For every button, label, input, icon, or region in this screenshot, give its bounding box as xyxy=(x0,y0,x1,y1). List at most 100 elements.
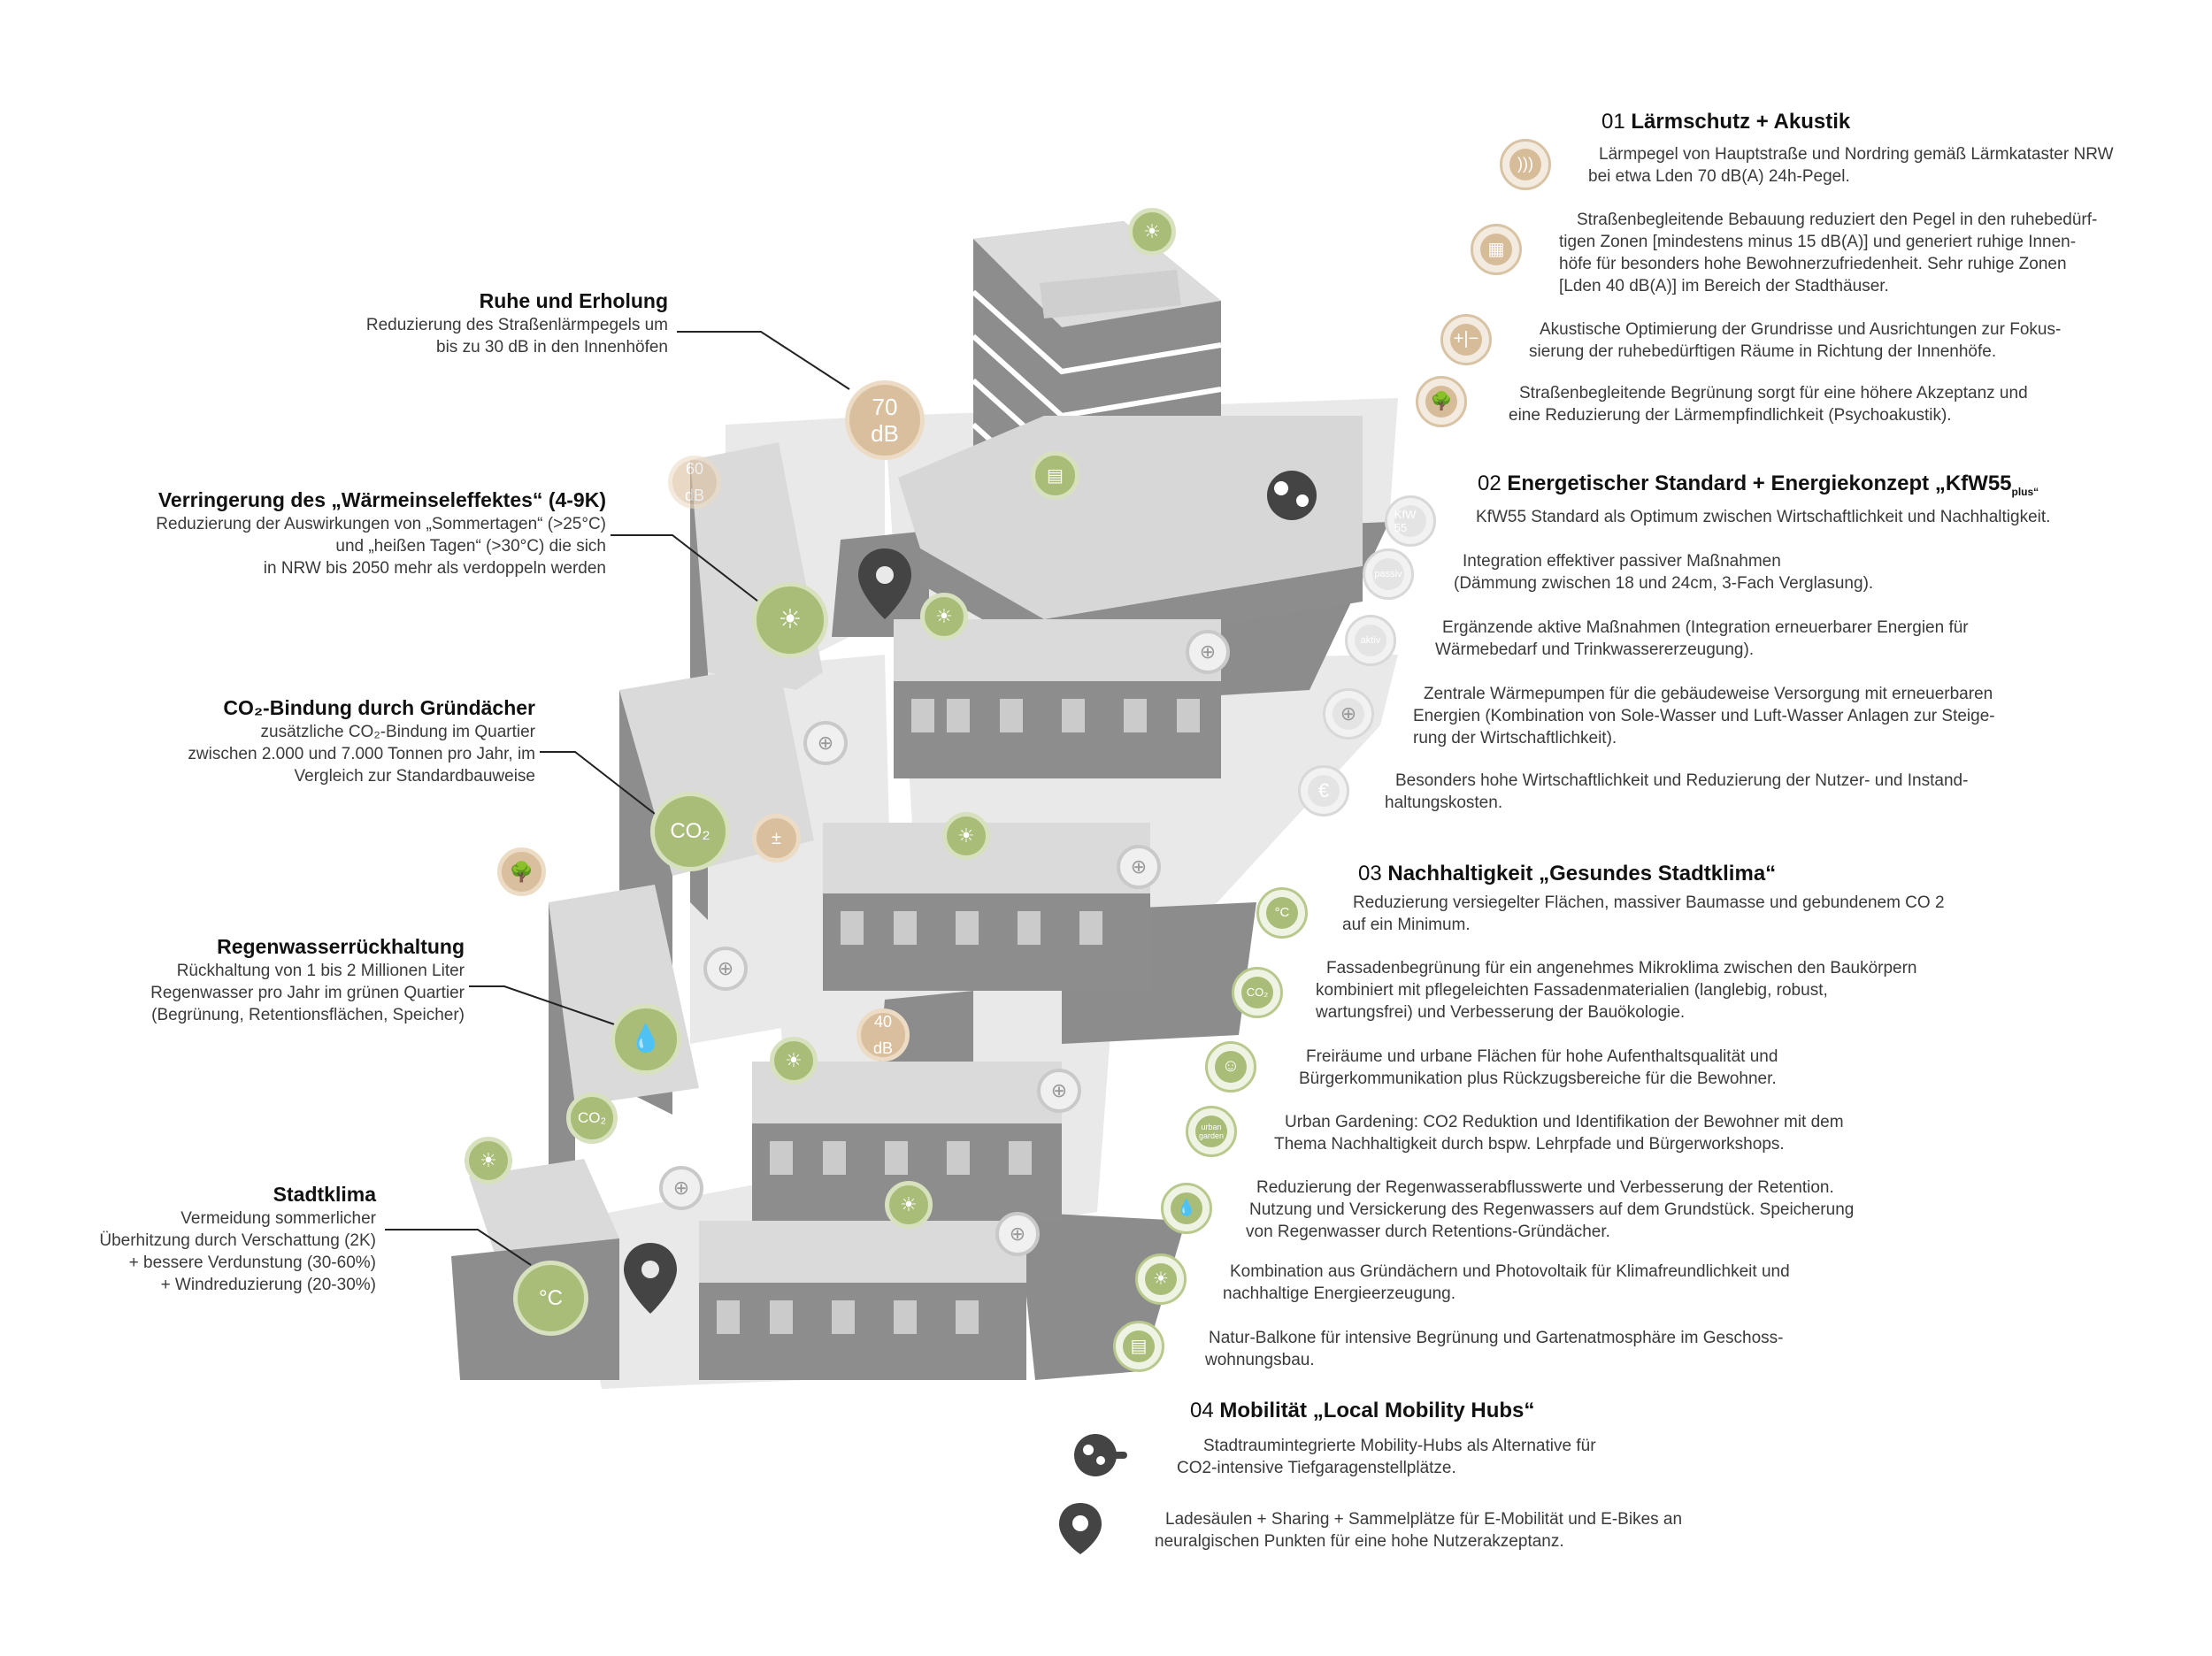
section-04-item-2: Ladesäulen + Sharing + Sammelplätze für … xyxy=(1155,1508,1682,1552)
item-line: Akustische Optimierung der Grundrisse un… xyxy=(1540,320,2062,339)
item-line: Straßenbegleitende Bebauung reduziert de… xyxy=(1577,211,2098,229)
section-title-text: Energetischer Standard + Energiekonzept … xyxy=(1507,472,2012,495)
section-01-item-2: Straßenbegleitende Bebauung reduziert de… xyxy=(1559,209,2097,297)
section-04-title: 04 Mobilität „Local Mobility Hubs“ xyxy=(1190,1398,1534,1424)
item-line: Kombination aus Gründächern und Photovol… xyxy=(1230,1262,1790,1281)
noise-40db-badge: 40 dB xyxy=(856,1008,910,1062)
noise-70db-badge: 70 dB xyxy=(845,380,925,460)
windows-icon: ▦ xyxy=(1471,224,1522,275)
item-line: Fassadenbegrünung für ein angenehmes Mik… xyxy=(1326,959,1917,978)
section-number: 04 xyxy=(1190,1399,1214,1422)
section-01-title: 01 Lärmschutz + Akustik xyxy=(1601,109,1850,135)
section-number: 03 xyxy=(1358,862,1382,886)
mobility-hub-icon xyxy=(1267,471,1317,520)
euro-icon: € xyxy=(1298,765,1349,816)
item-line: Ladesäulen + Sharing + Sammelplätze für … xyxy=(1165,1510,1683,1529)
item-line: sierung der ruhebedürftigen Räume in Ric… xyxy=(1529,342,1997,361)
annotation-heading: Verringerung des „Wärmeinseleffektes“ (4… xyxy=(157,488,606,511)
section-02-item-2: Integration effektiver passiver Maßnahme… xyxy=(1454,550,1873,594)
annotation-line: Vermeidung sommerlicher xyxy=(180,1209,376,1228)
item-line: bei etwa Lden 70 dB(A) 24h-Pegel. xyxy=(1588,167,1850,186)
plus-minus-badge: ± xyxy=(752,814,801,862)
people-icon: ☺ xyxy=(1205,1041,1256,1092)
map-pin-icon xyxy=(1057,1501,1103,1556)
annotation-line: Reduzierung des Straßenlärmpegels um xyxy=(365,316,668,334)
annotation-line: Vergleich zur Standardbauweise xyxy=(294,767,535,786)
item-line: Natur-Balkone für intensive Begrünung un… xyxy=(1209,1329,1784,1347)
item-line: Zentrale Wärmepumpen für die gebäudeweis… xyxy=(1424,685,1993,703)
annotation-line: Reduzierung der Auswirkungen von „Sommer… xyxy=(156,515,606,533)
heat-pump-icon: ⊕ xyxy=(1130,855,1148,878)
heat-pump-icon: ⊕ xyxy=(672,1177,690,1199)
heat-pump-badge-4: ⊕ xyxy=(1117,845,1161,889)
sun-roof-badge-1: ☀ xyxy=(1128,208,1176,256)
sun-roof-badge-2: ☀ xyxy=(920,593,968,640)
section-03-item-1: Reduzierung versiegelter Flächen, massiv… xyxy=(1342,892,1945,936)
heat-pump-icon: ⊕ xyxy=(1199,640,1217,663)
item-line: nachhaltige Energieerzeugung. xyxy=(1223,1284,1456,1303)
item-line: kombiniert mit pflegeleichten Fassadenma… xyxy=(1316,981,1828,1000)
section-03-item-6: Kombination aus Gründächern und Photovol… xyxy=(1223,1261,1790,1305)
heat-pump-badge-6: ⊕ xyxy=(1037,1069,1081,1113)
annotation-heading: Regenwasserrückhaltung xyxy=(217,935,465,958)
sun-green-roof-icon: ☀ xyxy=(1135,1254,1187,1305)
section-03-item-5: Reduzierung der Regenwasserabflusswerte … xyxy=(1246,1177,1854,1243)
heat-pump-icon: ⊕ xyxy=(1050,1079,1068,1101)
annotation-heading: Ruhe und Erholung xyxy=(479,289,668,312)
sound-waves-icon: ))) xyxy=(1500,139,1551,190)
section-title-suffix: plus“ xyxy=(2011,485,2039,498)
co2-icon: CO₂ xyxy=(1232,967,1283,1018)
item-line: Thema Nachhaltigkeit durch bspw. Lehrpfa… xyxy=(1274,1135,1785,1154)
raindrops-icon: 💧 xyxy=(629,1024,663,1054)
sun-roof-badge-4: ☀ xyxy=(770,1037,818,1085)
heat-pump-icon: ⊕ xyxy=(1323,688,1374,740)
annotation-line: + bessere Verdunstung (30-60%) xyxy=(128,1254,376,1272)
item-line: haltungskosten. xyxy=(1385,794,1503,812)
annotation-line: Rückhaltung von 1 bis 2 Millionen Liter xyxy=(176,962,465,980)
annotation-line: in NRW bis 2050 mehr als verdoppeln werd… xyxy=(263,559,606,578)
item-line: höfe für besonders hohe Bewohnerzufriede… xyxy=(1559,255,2067,273)
section-title-text: Nachhaltigkeit „Gesundes Stadtklima“ xyxy=(1387,862,1777,886)
annotation-line: zusätzliche CO₂-Bindung im Quartier xyxy=(260,723,535,741)
heat-pump-icon: ⊕ xyxy=(1009,1223,1026,1245)
tree-badge: 🌳 xyxy=(497,847,546,896)
annotation-regenwasser: Regenwasserrückhaltung Rückhaltung von 1… xyxy=(40,933,465,1026)
section-01-item-3: Akustische Optimierung der Grundrisse un… xyxy=(1529,318,2061,363)
annotation-heading: CO₂-Bindung durch Gründächer xyxy=(223,696,535,719)
item-line: Integration effektiver passiver Maßnahme… xyxy=(1463,552,1781,571)
annotation-ruhe-erholung: Ruhe und Erholung Reduzierung des Straße… xyxy=(226,288,668,358)
item-line: Lärmpegel von Hauptstraße und Nordring g… xyxy=(1599,145,2114,164)
item-line: Besonders hohe Wirtschaftlichkeit und Re… xyxy=(1395,771,1969,790)
thermometer-icon: °C xyxy=(1256,887,1308,939)
tree-icon: 🌳 xyxy=(1416,376,1467,427)
heat-pump-badge-1: ⊕ xyxy=(803,721,848,765)
item-line: Reduzierung versiegelter Flächen, massiv… xyxy=(1353,893,1945,912)
section-03-title: 03 Nachhaltigkeit „Gesundes Stadtklima“ xyxy=(1358,861,1776,887)
mobility-hub-icon xyxy=(1072,1427,1127,1482)
item-line: [Lden 40 dB(A)] im Bereich der Stadthäus… xyxy=(1559,277,1889,295)
annotation-line: bis zu 30 dB in den Innenhöfen xyxy=(436,338,668,356)
item-line: (Dämmung zwischen 18 und 24cm, 3-Fach Ve… xyxy=(1454,574,1874,593)
section-01-item-1: Lärmpegel von Hauptstraße und Nordring g… xyxy=(1588,143,2114,188)
co2-badge-large: CO₂ xyxy=(650,792,730,871)
plus-minus-icon: +|− xyxy=(1440,314,1492,365)
item-line: Wärmebedarf und Trinkwassererzeugung). xyxy=(1435,640,1755,659)
active-icon: aktiv xyxy=(1345,615,1396,666)
annotation-line: (Begrünung, Retentionsflächen, Speicher) xyxy=(151,1006,465,1024)
section-02-title: 02 Energetischer Standard + Energiekonze… xyxy=(1478,471,2039,505)
item-line: rung der Wirtschaftlichkeit). xyxy=(1413,729,1617,748)
section-number: 02 xyxy=(1478,472,1502,495)
item-line: Bürgerkommunikation plus Rückzugsbereich… xyxy=(1299,1070,1777,1088)
heat-pump-badge-2: ⊕ xyxy=(703,947,748,991)
item-line: KfW55 Standard als Optimum zwischen Wirt… xyxy=(1476,508,2051,526)
annotation-heading: Stadtklima xyxy=(273,1183,376,1206)
item-line: CO2-intensive Tiefgaragenstellplätze. xyxy=(1177,1459,1456,1477)
balcony-badge: ▤ xyxy=(1031,451,1079,500)
section-03-item-7: Natur-Balkone für intensive Begrünung un… xyxy=(1205,1327,1784,1371)
sun-roof-badge-6: ☀ xyxy=(465,1137,512,1184)
item-line: Urban Gardening: CO2 Reduktion und Ident… xyxy=(1285,1113,1844,1131)
section-02-item-5: Besonders hohe Wirtschaftlichkeit und Re… xyxy=(1385,770,1968,814)
raindrops-icon: 💧 xyxy=(1161,1183,1212,1234)
item-line: Energien (Kombination von Sole-Wasser un… xyxy=(1413,707,1995,725)
annotation-line: Überhitzung durch Verschattung (2K) xyxy=(99,1231,376,1250)
